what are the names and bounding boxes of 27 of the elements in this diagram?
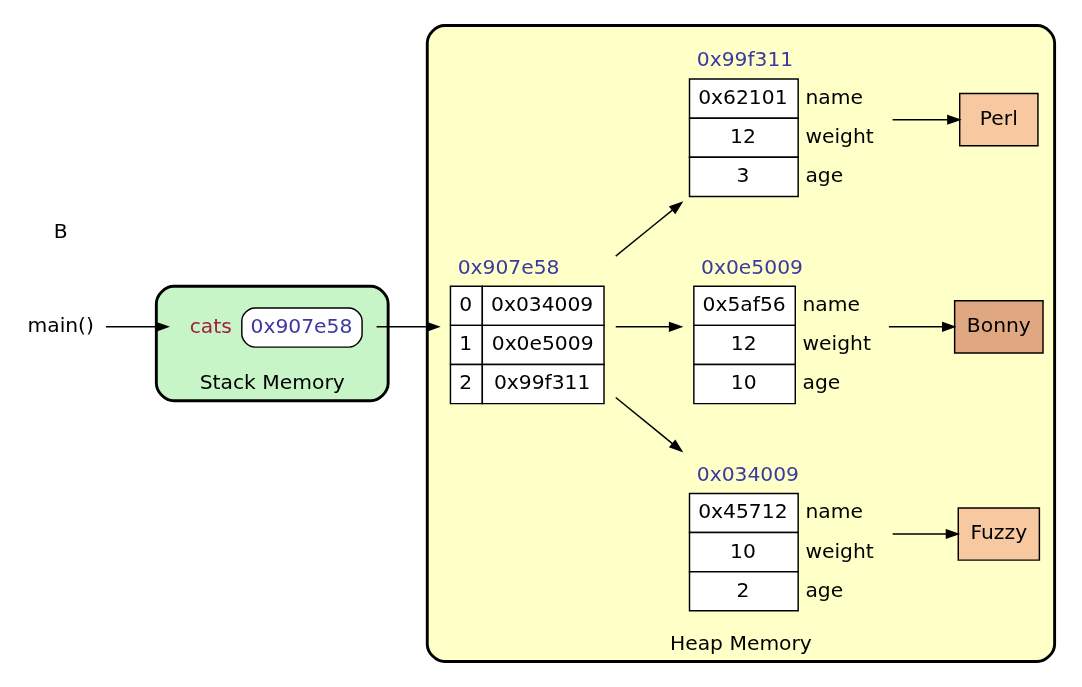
node-text: main() bbox=[27, 313, 94, 338]
arrow bbox=[615, 396, 684, 453]
node-box: Bonny bbox=[953, 300, 1044, 354]
arrow bbox=[891, 114, 962, 125]
node-label: weight bbox=[805, 538, 874, 563]
node-label: weight bbox=[805, 124, 874, 149]
label: B bbox=[53, 219, 68, 244]
arrow bbox=[615, 201, 684, 257]
arrow bbox=[105, 321, 170, 332]
arrow bbox=[891, 528, 961, 540]
node-label: 0x0e5009 bbox=[701, 254, 803, 279]
node-label: 0x907e58 bbox=[457, 254, 560, 279]
arrow bbox=[888, 321, 957, 332]
node-label: age bbox=[802, 370, 841, 395]
arrow bbox=[615, 321, 684, 332]
node-label: name bbox=[805, 85, 863, 110]
arrow bbox=[375, 321, 441, 332]
node-label: cats bbox=[189, 313, 232, 338]
node-box: Fuzzy bbox=[957, 507, 1041, 561]
node-label: age bbox=[805, 163, 844, 188]
node-label: 0x99f311 bbox=[696, 47, 794, 72]
node-label: 0x034009 bbox=[696, 461, 799, 486]
node-label: name bbox=[802, 292, 860, 317]
node-label: name bbox=[805, 499, 863, 524]
node-label: weight bbox=[802, 331, 871, 356]
node-label: age bbox=[805, 577, 844, 602]
node-box: Perl bbox=[959, 92, 1039, 147]
